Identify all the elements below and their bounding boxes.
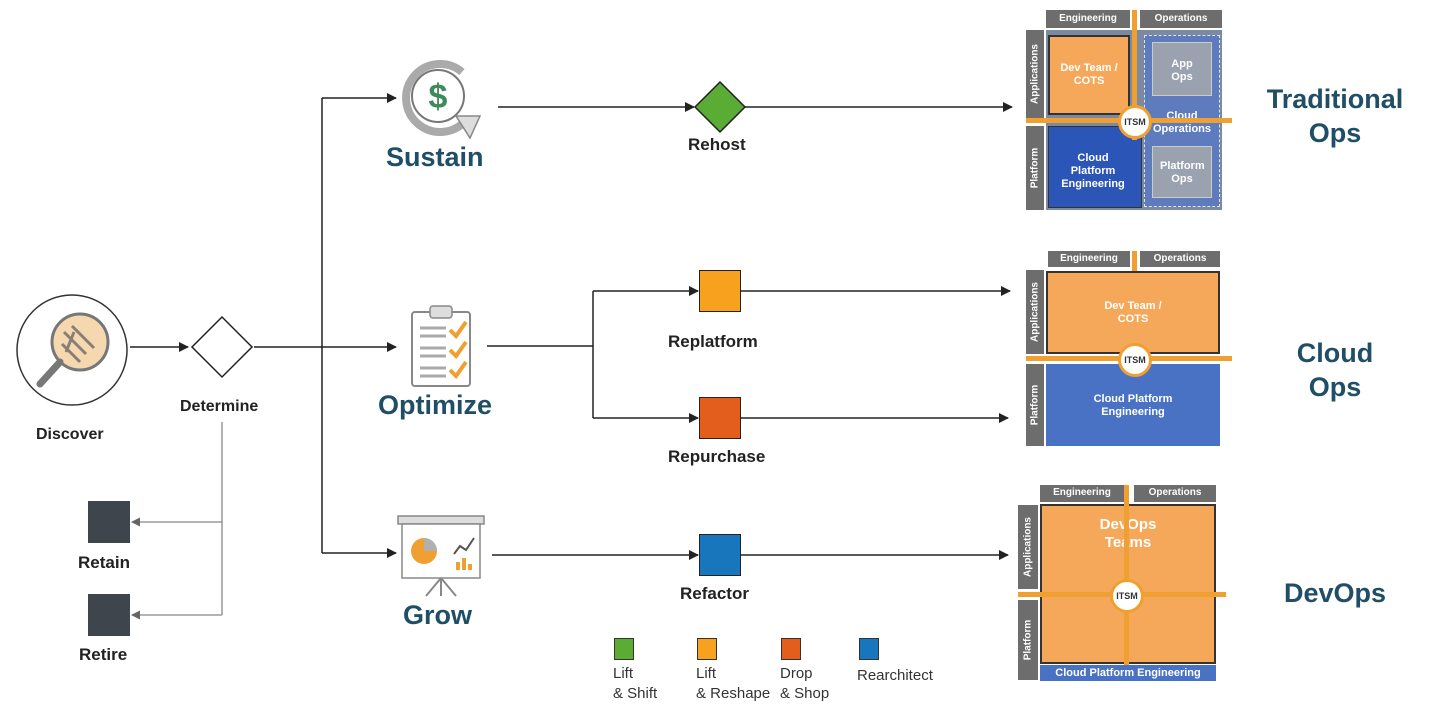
presentation-board-icon [396, 514, 486, 598]
legend-rearchitect-label: Rearchitect [857, 667, 933, 684]
refactor-square [699, 534, 741, 576]
cloud-dev-team-label: Dev Team / COTS [1104, 300, 1162, 325]
trad-engineering-header: Engineering [1046, 10, 1130, 28]
cloud-ops-label: Cloud Ops [1250, 336, 1420, 404]
trad-v-divider [1132, 10, 1137, 140]
determine-diamond [190, 315, 254, 379]
traditional-ops-label-line2: Ops [1308, 118, 1362, 148]
svg-text:$: $ [429, 78, 448, 116]
cloud-applications-header: Applications [1026, 270, 1044, 354]
trad-platform-ops-label: Platform Ops [1160, 160, 1205, 185]
trad-cloud-operations-label: Cloud Operations [1152, 110, 1212, 135]
rehost-label: Rehost [688, 135, 746, 154]
optimize-label: Optimize [378, 390, 493, 420]
trad-platform-ops-cell [1152, 146, 1212, 198]
trad-dev-team-label: Dev Team / COTS [1060, 62, 1118, 87]
sustain-label: Sustain [386, 142, 484, 172]
legend-swatch-drop-shop [781, 638, 801, 660]
determine-label: Determine [180, 398, 259, 415]
trad-app-ops-cell [1152, 42, 1212, 96]
discover-label: Discover [36, 426, 104, 443]
devops-engineering-header: Engineering [1040, 485, 1124, 502]
trad-dev-team-cell [1048, 35, 1130, 115]
replatform-square [699, 270, 741, 312]
retain-label: Retain [78, 553, 130, 572]
cloud-ops-label-line2: Ops [1308, 372, 1362, 402]
devops-operations-header: Operations [1134, 485, 1216, 502]
retire-square [88, 594, 130, 636]
clipboard-checklist-icon [410, 304, 474, 388]
legend-drop-shop-line2: & Shop [780, 685, 830, 702]
retain-square [88, 501, 130, 543]
devops-platform-label: Cloud Platform Engineering [1055, 667, 1201, 679]
devops-v-divider [1124, 485, 1129, 665]
trad-cloud-platform-cell [1048, 126, 1142, 208]
legend-swatch-lift-reshape [697, 638, 717, 660]
trad-applications-header: Applications [1026, 30, 1044, 118]
replatform-label: Replatform [668, 332, 758, 351]
devops-platform-header: Platform [1018, 600, 1038, 680]
repurchase-label: Repurchase [668, 447, 766, 466]
trad-cloud-platform-label: Cloud Platform Engineering [1061, 152, 1125, 190]
trad-operations-header: Operations [1140, 10, 1222, 28]
traditional-ops-label-line1: Traditional [1266, 84, 1404, 114]
dollar-cycle-icon: $ [400, 58, 482, 140]
cloud-dev-team-cell [1046, 271, 1220, 354]
magnifier-icon [14, 292, 130, 408]
legend-lift-reshape-line2: & Reshape [696, 685, 771, 702]
repurchase-square [699, 397, 741, 439]
devops-platform-strip [1040, 665, 1216, 681]
cloud-itsm-badge: ITSM [1118, 343, 1152, 377]
trad-platform-header: Platform [1026, 126, 1044, 210]
devops-applications-header: Applications [1018, 505, 1038, 589]
cloud-platform-cell [1046, 364, 1220, 446]
rehost-diamond [693, 80, 747, 134]
trad-app-ops-label: App Ops [1171, 58, 1193, 83]
cloud-engineering-header: Engineering [1048, 251, 1130, 267]
trad-itsm-badge: ITSM [1118, 105, 1152, 139]
legend-swatch-rearchitect [859, 638, 879, 660]
traditional-ops-label: Traditional Ops [1250, 82, 1420, 150]
refactor-label: Refactor [680, 584, 749, 603]
cloud-operations-header: Operations [1140, 251, 1220, 267]
legend-lift-reshape-line1: Lift [696, 665, 717, 682]
devops-label: DevOps [1283, 578, 1387, 608]
cloud-platform-header: Platform [1026, 364, 1044, 446]
legend-drop-shop-line1: Drop [780, 665, 813, 682]
cloud-platform-label: Cloud Platform Engineering [1093, 393, 1173, 418]
devops-itsm-badge: ITSM [1110, 579, 1144, 613]
cloud-ops-label-line1: Cloud [1296, 338, 1374, 368]
legend-lift-shift-line1: Lift [613, 665, 634, 682]
grow-label: Grow [403, 600, 473, 630]
retire-label: Retire [79, 645, 128, 664]
legend-swatch-lift-shift [614, 638, 634, 660]
legend-lift-shift-line2: & Shift [613, 685, 658, 702]
cloud-v-divider [1132, 251, 1137, 271]
